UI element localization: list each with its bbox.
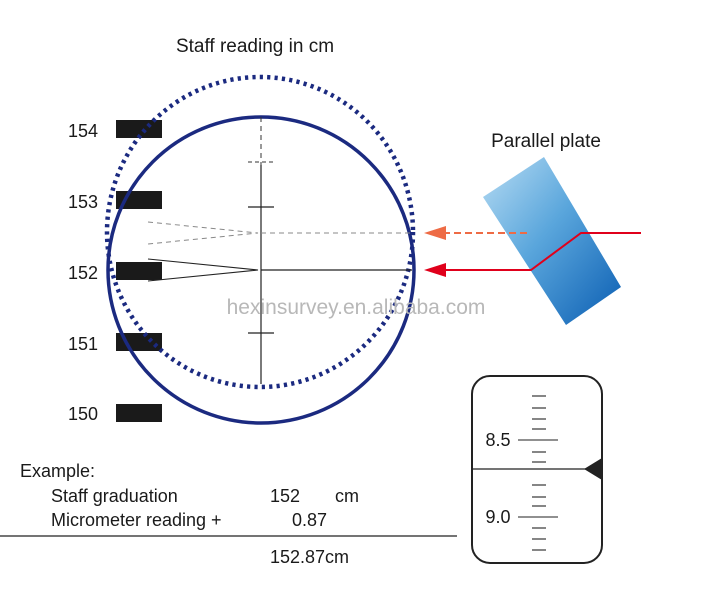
micrometer-label-8-5: 8.5 (485, 430, 510, 450)
staff-label-154: 154 (68, 121, 98, 141)
parallel-plate-label: Parallel plate (491, 131, 601, 152)
diagram-title: Staff reading in cm (176, 36, 334, 57)
staff-label-153: 153 (68, 192, 98, 212)
example-heading: Example: (20, 461, 95, 481)
example-micrometer-value: 0.87 (292, 510, 327, 530)
ray-dashed-arrowhead (424, 226, 446, 240)
staff-graduations (116, 120, 162, 422)
micrometer-scale-ticks (518, 395, 558, 551)
example-total: 152.87cm (270, 547, 349, 567)
reticle-wedge-dashed (147, 221, 259, 245)
staff-mark-150 (116, 404, 162, 422)
staff-label-152: 152 (68, 263, 98, 283)
staff-label-151: 151 (68, 334, 98, 354)
example-calculation: Example: Staff graduation 152 cm Microme… (0, 461, 457, 567)
light-rays (424, 226, 641, 277)
micrometer-index-pointer (584, 458, 602, 480)
dotted-field-circle (104, 74, 416, 390)
example-micrometer-label: Micrometer reading + (51, 510, 222, 530)
reticle (147, 117, 412, 384)
reticle-wedge (147, 258, 259, 282)
example-staff-value: 152 (270, 486, 300, 506)
example-staff-unit: cm (335, 486, 359, 506)
staff-labels: 154 153 152 151 150 (68, 121, 98, 424)
staff-mark-152 (116, 262, 162, 280)
staff-label-150: 150 (68, 404, 98, 424)
watermark: hexinsurvey.en.alibaba.com (227, 296, 486, 319)
example-staff-label: Staff graduation (51, 486, 178, 506)
ray-solid-arrowhead (424, 263, 446, 277)
micrometer-label-9-0: 9.0 (485, 507, 510, 527)
micrometer-window: 8.5 9.0 (471, 375, 603, 564)
parallel-plate (483, 157, 621, 325)
ray-solid (444, 232, 641, 271)
